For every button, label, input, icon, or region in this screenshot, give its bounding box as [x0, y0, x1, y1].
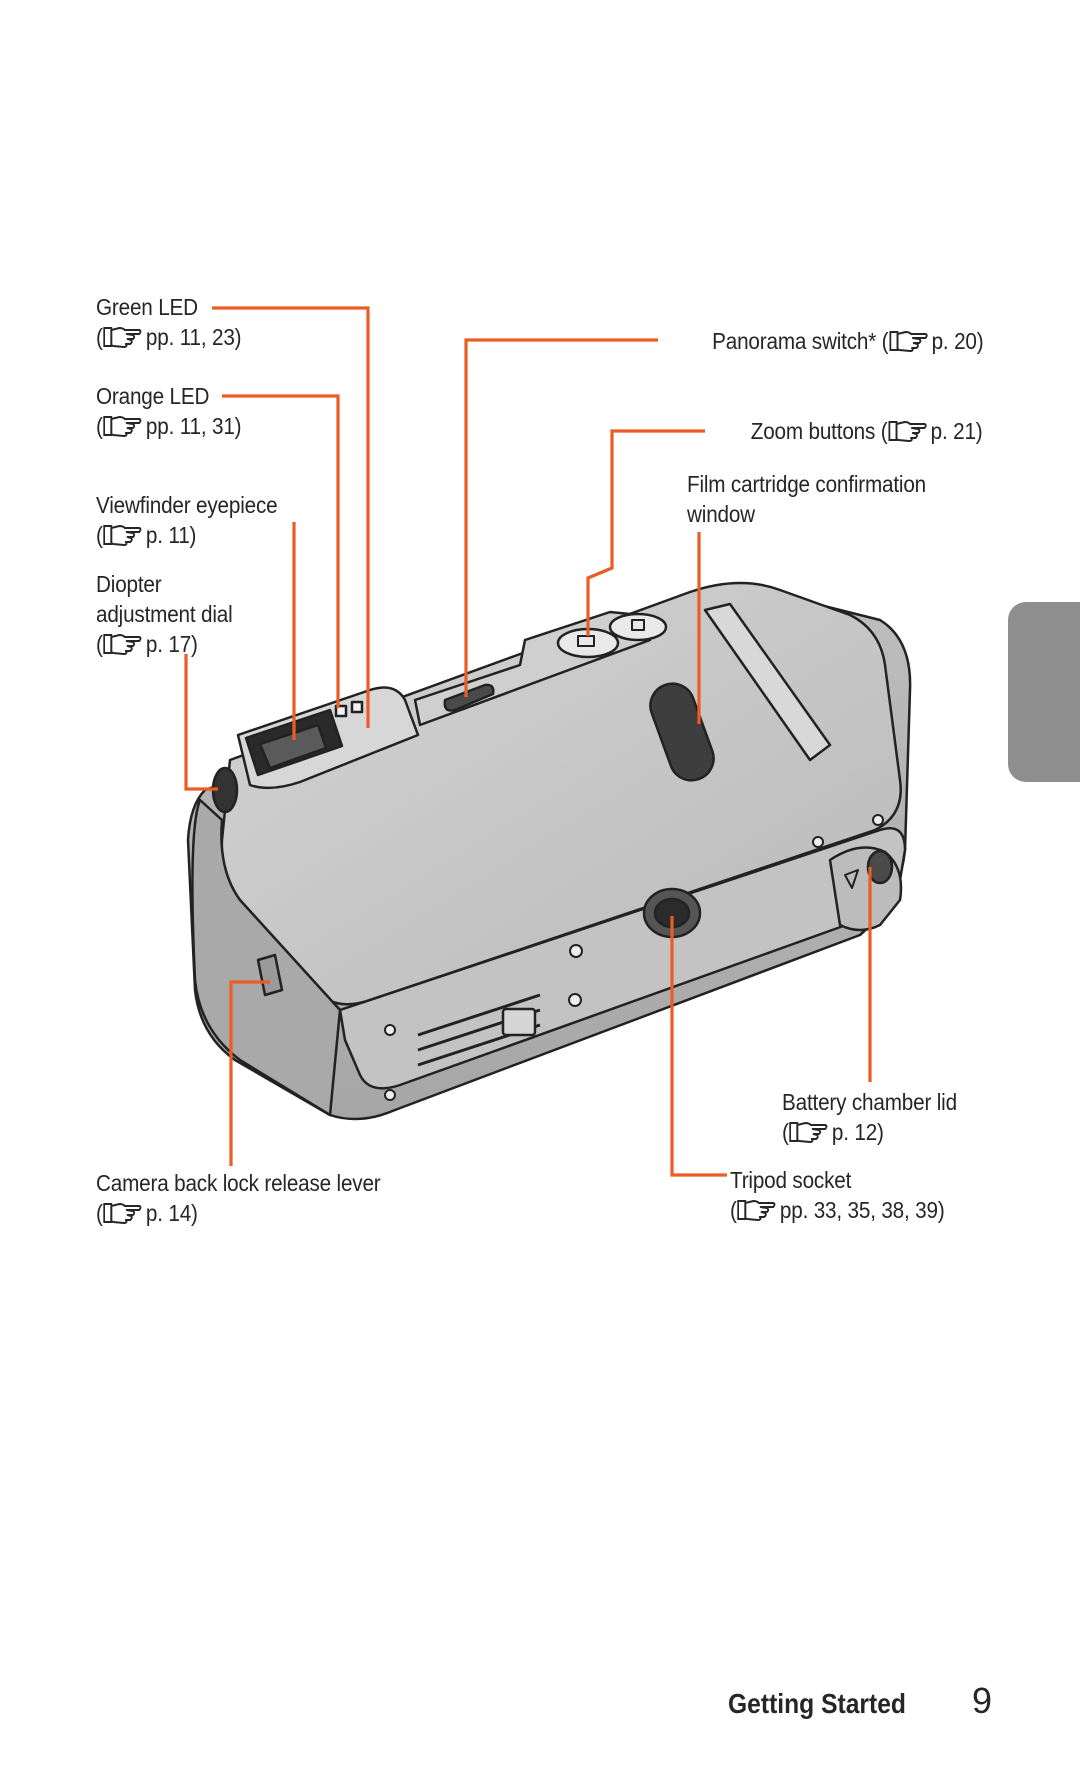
zoom-line: Zoom buttons (p. 21) [751, 418, 983, 444]
label-viewfinder: Viewfinder eyepiece (p. 11) [96, 490, 278, 550]
leader-lines [184, 306, 872, 1177]
panorama-line: Panorama switch* (p. 20) [711, 328, 983, 354]
viewfinder-name: Viewfinder eyepiece [96, 492, 278, 518]
panorama-page-ref: p. 20) [931, 328, 983, 354]
diopter-name-1: Diopter [96, 571, 162, 597]
pointing-hand-icon [889, 419, 929, 443]
film-window-name-2: window [687, 501, 755, 527]
battery-page-ref: p. 12) [831, 1119, 884, 1145]
orange-led-ref: (pp. 11, 31) [96, 413, 242, 439]
viewfinder-ref: (p. 11) [96, 522, 197, 548]
viewfinder-page-ref: p. 11) [145, 522, 197, 548]
pointing-hand-icon [104, 632, 144, 656]
leader-diopter [184, 654, 218, 791]
zoom-name: Zoom buttons [751, 418, 876, 444]
tripod-name: Tripod socket [730, 1167, 852, 1193]
film-window-name-1: Film cartridge confirmation [687, 471, 927, 497]
page-number: 9 [972, 1680, 993, 1721]
label-tripod: Tripod socket (pp. 33, 35, 38, 39) [730, 1165, 945, 1225]
battery-ref: (p. 12) [782, 1119, 884, 1145]
pointing-hand-icon [104, 1201, 144, 1225]
leader-orange-led [222, 394, 340, 708]
tripod-ref: (pp. 33, 35, 38, 39) [730, 1197, 945, 1223]
panorama-name: Panorama switch* [711, 328, 876, 354]
camera-body [186, 581, 912, 1121]
green-led-ref: (pp. 11, 23) [96, 324, 242, 350]
green-led-name: Green LED [96, 294, 198, 320]
leader-green-led [212, 306, 370, 728]
label-zoom: Zoom buttons (p. 21) [751, 416, 983, 446]
leader-back-lock [229, 980, 270, 1166]
orange-led-page-ref: pp. 11, 31) [145, 413, 242, 439]
orange-led-name: Orange LED [96, 383, 210, 409]
label-film-window: Film cartridge confirmation window [687, 469, 926, 529]
leader-tripod [670, 916, 727, 1177]
diopter-page-ref: p. 17) [145, 631, 198, 657]
pointing-hand-icon [738, 1198, 778, 1222]
battery-name: Battery chamber lid [782, 1089, 957, 1115]
back-lock-ref: (p. 14) [96, 1200, 198, 1226]
zoom-page-ref: p. 21) [931, 418, 983, 444]
pointing-hand-icon [104, 414, 144, 438]
label-green-led: Green LED (pp. 11, 23) [96, 292, 242, 352]
label-orange-led: Orange LED (pp. 11, 31) [96, 381, 242, 441]
pointing-hand-icon [790, 1120, 830, 1144]
diopter-ref: (p. 17) [96, 631, 198, 657]
tripod-page-ref: pp. 33, 35, 38, 39) [779, 1197, 945, 1223]
label-diopter: Diopter adjustment dial (p. 17) [96, 569, 233, 659]
back-lock-page-ref: p. 14) [145, 1200, 198, 1226]
pointing-hand-icon [104, 325, 144, 349]
section-tab [1008, 602, 1080, 782]
leader-zoom [586, 429, 705, 636]
footer-section-title: Getting Started [728, 1688, 906, 1719]
label-battery: Battery chamber lid (p. 12) [782, 1087, 957, 1147]
diopter-name-2: adjustment dial [96, 601, 233, 627]
back-lock-name: Camera back lock release lever [96, 1170, 381, 1196]
pointing-hand-icon [889, 329, 929, 353]
label-panorama: Panorama switch* (p. 20) [712, 326, 983, 356]
pointing-hand-icon [104, 523, 144, 547]
leader-panorama [464, 338, 658, 697]
label-back-lock: Camera back lock release lever (p. 14) [96, 1168, 381, 1228]
green-led-page-ref: pp. 11, 23) [145, 324, 242, 350]
